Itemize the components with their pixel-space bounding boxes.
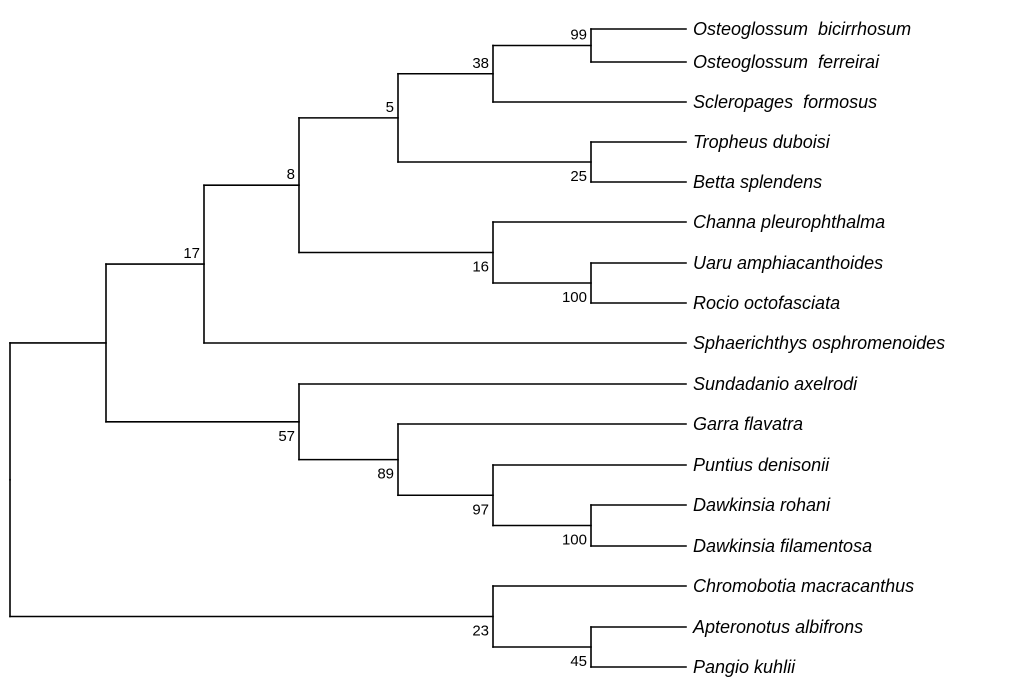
taxon-label: Rocio octofasciata [693,293,840,313]
support-value-n_ost_trop: 5 [386,99,394,116]
support-value-n_cyprinid_clade: 57 [278,428,295,445]
taxon-label: Pangio kuhlii [693,657,796,677]
taxon-label: Puntius denisonii [693,455,830,475]
support-value-n_upper_clade: 8 [287,166,295,183]
taxon-label: Osteoglossum ferreirai [693,52,880,72]
taxon-label: Sundadanio axelrodi [693,374,858,394]
taxon-label: Scleropages formosus [693,92,877,112]
support-value-n_ost_scl: 38 [472,55,489,72]
support-value-n_apter_pangio: 45 [570,653,587,670]
taxon-label: Apteronotus albifrons [692,617,863,637]
support-value-n_trop_betta: 25 [570,168,587,185]
taxon-label: Betta splendens [693,172,822,192]
support-value-n_channa_group: 16 [472,259,489,276]
taxon-label: Chromobotia macracanthus [693,576,914,596]
support-values: 99 38 5 25 8 16 100 17 57 89 97 100 23 45 [183,27,587,671]
taxon-label: Channa pleurophthalma [693,212,885,232]
support-value-n_dawkinsia: 100 [562,532,587,549]
taxon-label: Osteoglossum bicirrhosum [693,19,911,39]
support-value-n_uaru_rocio: 100 [562,289,587,306]
taxon-label: Garra flavatra [693,414,803,434]
taxon-label: Dawkinsia rohani [693,495,831,515]
tree-branches [9,28,687,668]
taxon-label: Dawkinsia filamentosa [693,536,872,556]
support-value-n_ost_bic_fer: 99 [570,27,587,44]
support-value-n_perc_clade: 17 [183,245,200,262]
support-value-n_garra_group: 89 [377,466,394,483]
support-value-n_chromo_group: 23 [472,623,489,640]
support-value-n_puntius_group: 97 [472,501,489,518]
taxon-label: Sphaerichthys osphromenoides [693,333,945,353]
taxon-label: Uaru amphiacanthoides [693,253,883,273]
taxon-label: Tropheus duboisi [693,132,831,152]
